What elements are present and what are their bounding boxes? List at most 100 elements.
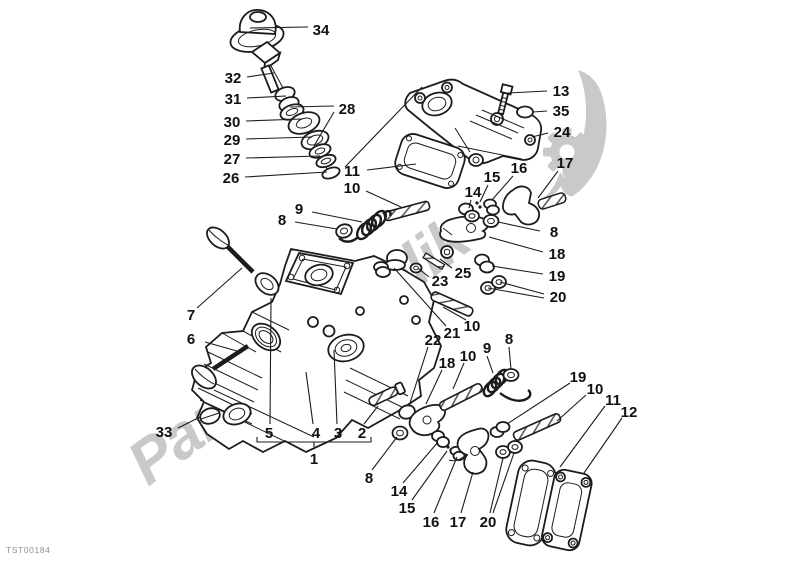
callout-label-28: 28 (339, 101, 356, 118)
rocker-shaft-part-10c (438, 382, 484, 412)
leader-line (294, 221, 338, 230)
leader-line (269, 297, 272, 425)
leader-line (366, 163, 417, 171)
callout-label-12: 12 (621, 404, 638, 421)
callout-label-10: 10 (344, 180, 361, 197)
leader-line (537, 170, 559, 199)
leader-line (508, 346, 512, 370)
leader-line (365, 190, 402, 208)
leader-line (556, 394, 587, 422)
seal-part-5a (254, 272, 280, 296)
cap-part-33 (199, 407, 221, 425)
leader-line (506, 382, 571, 425)
leader-line (559, 405, 606, 468)
callout-label-20: 20 (480, 514, 497, 531)
callout-label-30: 30 (224, 114, 241, 131)
exploded-view-drawing (190, 9, 593, 552)
leader-line (532, 110, 548, 113)
leader-line (491, 265, 544, 275)
leader-line (408, 346, 429, 407)
washer-part-8b (482, 214, 500, 228)
camshaft-cover-part-24 (404, 78, 543, 167)
washer-part-20b (495, 440, 523, 459)
callout-label-16: 16 (511, 160, 528, 177)
leader-line (499, 281, 545, 295)
callout-label-25: 25 (455, 265, 472, 282)
callout-label-10: 10 (460, 348, 477, 365)
leader-line (486, 355, 494, 374)
leader-line (402, 441, 439, 484)
callout-label-9: 9 (483, 340, 491, 357)
valve-part-7 (206, 226, 255, 274)
callout-label-7: 7 (187, 307, 195, 324)
gasket-part-11-top (394, 133, 466, 189)
leader-line (433, 456, 458, 514)
callout-label-33: 33 (156, 424, 173, 441)
rocker-shaft-part-10d (512, 413, 562, 441)
opening-rocker-part-18a (439, 215, 489, 243)
washer-part-8c (391, 425, 409, 441)
leader-line (439, 258, 453, 269)
leader-line (371, 436, 398, 471)
plug-part-35 (516, 105, 534, 119)
callout-label-8: 8 (505, 331, 513, 348)
closing-rocker-part-17a (502, 185, 567, 226)
rocker-shaft-part-10b (430, 291, 474, 317)
callout-label-14: 14 (465, 184, 482, 201)
leader-line (491, 175, 514, 201)
leader-line (363, 405, 379, 425)
callout-label-9: 9 (295, 201, 303, 218)
leader-line (249, 26, 309, 29)
cap-part-16a (483, 198, 500, 216)
leader-line (289, 105, 335, 108)
callout-label-1: 1 (310, 451, 318, 468)
callout-label-18: 18 (439, 355, 456, 372)
callout-label-22: 22 (425, 332, 442, 349)
leader-line (177, 416, 201, 429)
callout-label-29: 29 (224, 132, 241, 149)
seal-part-26 (321, 166, 341, 180)
callout-label-27: 27 (224, 151, 241, 168)
callout-label-26: 26 (223, 170, 240, 187)
valve-cap-part-21 (373, 249, 408, 278)
callout-label-18: 18 (549, 246, 566, 263)
leader-line (305, 371, 314, 425)
leader-line (452, 362, 465, 390)
callout-label-17: 17 (450, 514, 467, 531)
callout-label-34: 34 (313, 22, 330, 39)
leader-line (487, 287, 545, 299)
leader-line (393, 267, 447, 327)
callout-label-3: 3 (334, 425, 342, 442)
leader-line (244, 171, 328, 178)
leader-line (460, 471, 474, 514)
adjuster-part-32 (250, 40, 282, 94)
leader-line (245, 118, 303, 122)
callout-label-6: 6 (187, 331, 195, 348)
callout-label-23: 23 (432, 273, 449, 290)
leader-line (417, 267, 430, 278)
leader-line (442, 306, 467, 321)
bolt-part-13 (497, 83, 514, 116)
washer-part-8d (502, 368, 520, 382)
callout-label-8: 8 (278, 212, 286, 229)
document-code: TST00184 (6, 545, 51, 555)
washer-part-20a (480, 275, 507, 295)
leader-line (204, 341, 238, 352)
valve-part-6 (191, 344, 250, 390)
callout-label-24: 24 (554, 124, 571, 141)
leader-line (425, 369, 443, 405)
leader-line (333, 349, 338, 425)
leader-line (246, 95, 287, 99)
leader-line (411, 450, 448, 501)
assembly-axis-line (344, 86, 423, 168)
bushing-part-14b (431, 430, 450, 448)
washer-part-8a (335, 223, 353, 239)
callout-label-19: 19 (570, 369, 587, 386)
bushing-part-19a (474, 253, 495, 274)
callout-label-19: 19 (549, 268, 566, 285)
callout-label-11: 11 (344, 163, 360, 180)
leader-line (492, 452, 515, 514)
seal-part-5b (250, 322, 282, 352)
stud-part-2 (368, 381, 406, 407)
